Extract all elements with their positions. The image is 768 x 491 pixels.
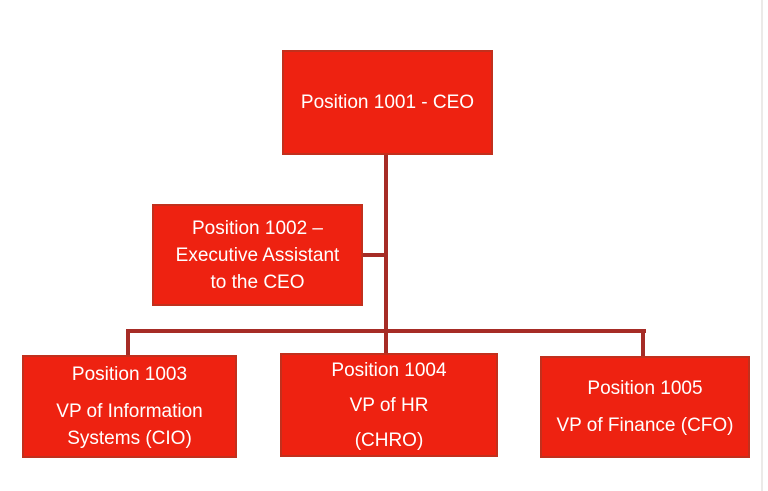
node-label-line: Position 1005 xyxy=(587,378,703,399)
node-label-line: to the CEO xyxy=(210,271,305,293)
node-label-line: Position 1003 xyxy=(71,364,188,385)
connector-ceo-trunk-line xyxy=(384,155,388,353)
node-label-line: Position 1002 – xyxy=(192,217,323,239)
org-node-position-1004-chro: Position 1004 VP of HR (CHRO) xyxy=(280,353,498,457)
node-label-line: Position 1004 xyxy=(331,359,447,381)
node-label-line: Executive Assistant xyxy=(175,244,340,266)
screen-edge-artifact xyxy=(761,0,763,491)
node-label-line: VP of Finance (CFO) xyxy=(556,415,734,436)
connector-distribution-line xyxy=(126,329,646,333)
node-label-line: VP of HR xyxy=(349,394,429,416)
connector-stub-position-1005 xyxy=(641,329,645,356)
node-label-line: (CHRO) xyxy=(354,429,424,451)
connector-stub-position-1003 xyxy=(126,329,130,355)
org-node-position-1005-cfo: Position 1005 VP of Finance (CFO) xyxy=(540,356,750,458)
org-node-position-1002-executive-assistant: Position 1002 – Executive Assistant to t… xyxy=(152,204,363,306)
node-label-line: VP of Information Systems (CIO) xyxy=(56,401,203,449)
org-node-position-1001-ceo: Position 1001 - CEO xyxy=(282,50,493,155)
connector-assistant-line xyxy=(363,253,384,257)
org-node-position-1003-cio: Position 1003 VP of Information Systems … xyxy=(22,355,237,458)
node-label: Position 1001 - CEO xyxy=(300,92,475,113)
